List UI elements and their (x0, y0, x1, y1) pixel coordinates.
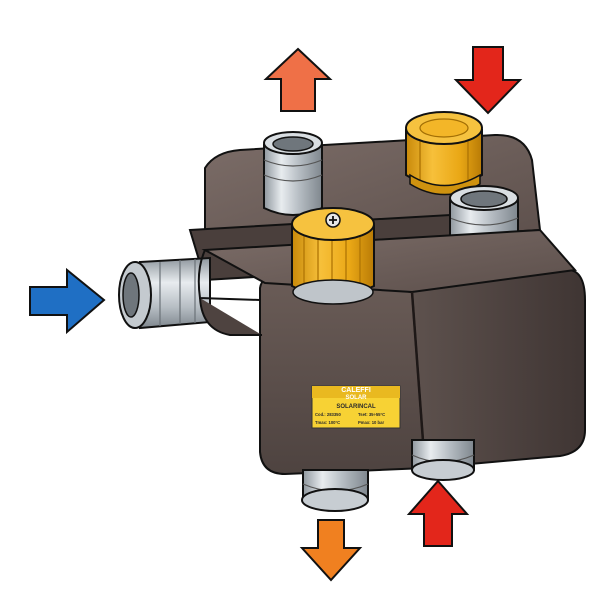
front-yellow-cap-with-screw (291, 207, 375, 305)
label-product-name: SOLARINCAL (336, 404, 376, 410)
arrow-left-in-icon (29, 267, 106, 335)
bottom-left-outlet-fitting (301, 469, 369, 512)
label-temp-set: Tset: 35÷55°C (358, 412, 385, 417)
left-inlet-fitting (118, 256, 211, 330)
top-left-outlet-fitting (263, 131, 323, 216)
top-right-yellow-cap (405, 111, 483, 196)
label-temp-max: Tmax: 100°C (315, 420, 340, 425)
valve-body-front (197, 228, 586, 476)
label-pressure: Pmax: 10 bar (358, 420, 384, 425)
label-code: Cod.: 283350 (315, 412, 342, 417)
arrow-bottom-right-up-icon (406, 479, 470, 547)
label-brand-bottom: SOLAR (346, 395, 368, 401)
label-brand-top: CALEFFI (341, 387, 371, 394)
arrow-top-left-up-icon (263, 47, 333, 112)
arrow-top-right-down-icon (453, 46, 523, 115)
arrow-bottom-left-down-icon (299, 519, 363, 582)
product-label: CALEFFI SOLAR SOLARINCAL Cod.: 283350 Ts… (311, 385, 401, 429)
bottom-right-inlet-fitting (411, 439, 475, 481)
